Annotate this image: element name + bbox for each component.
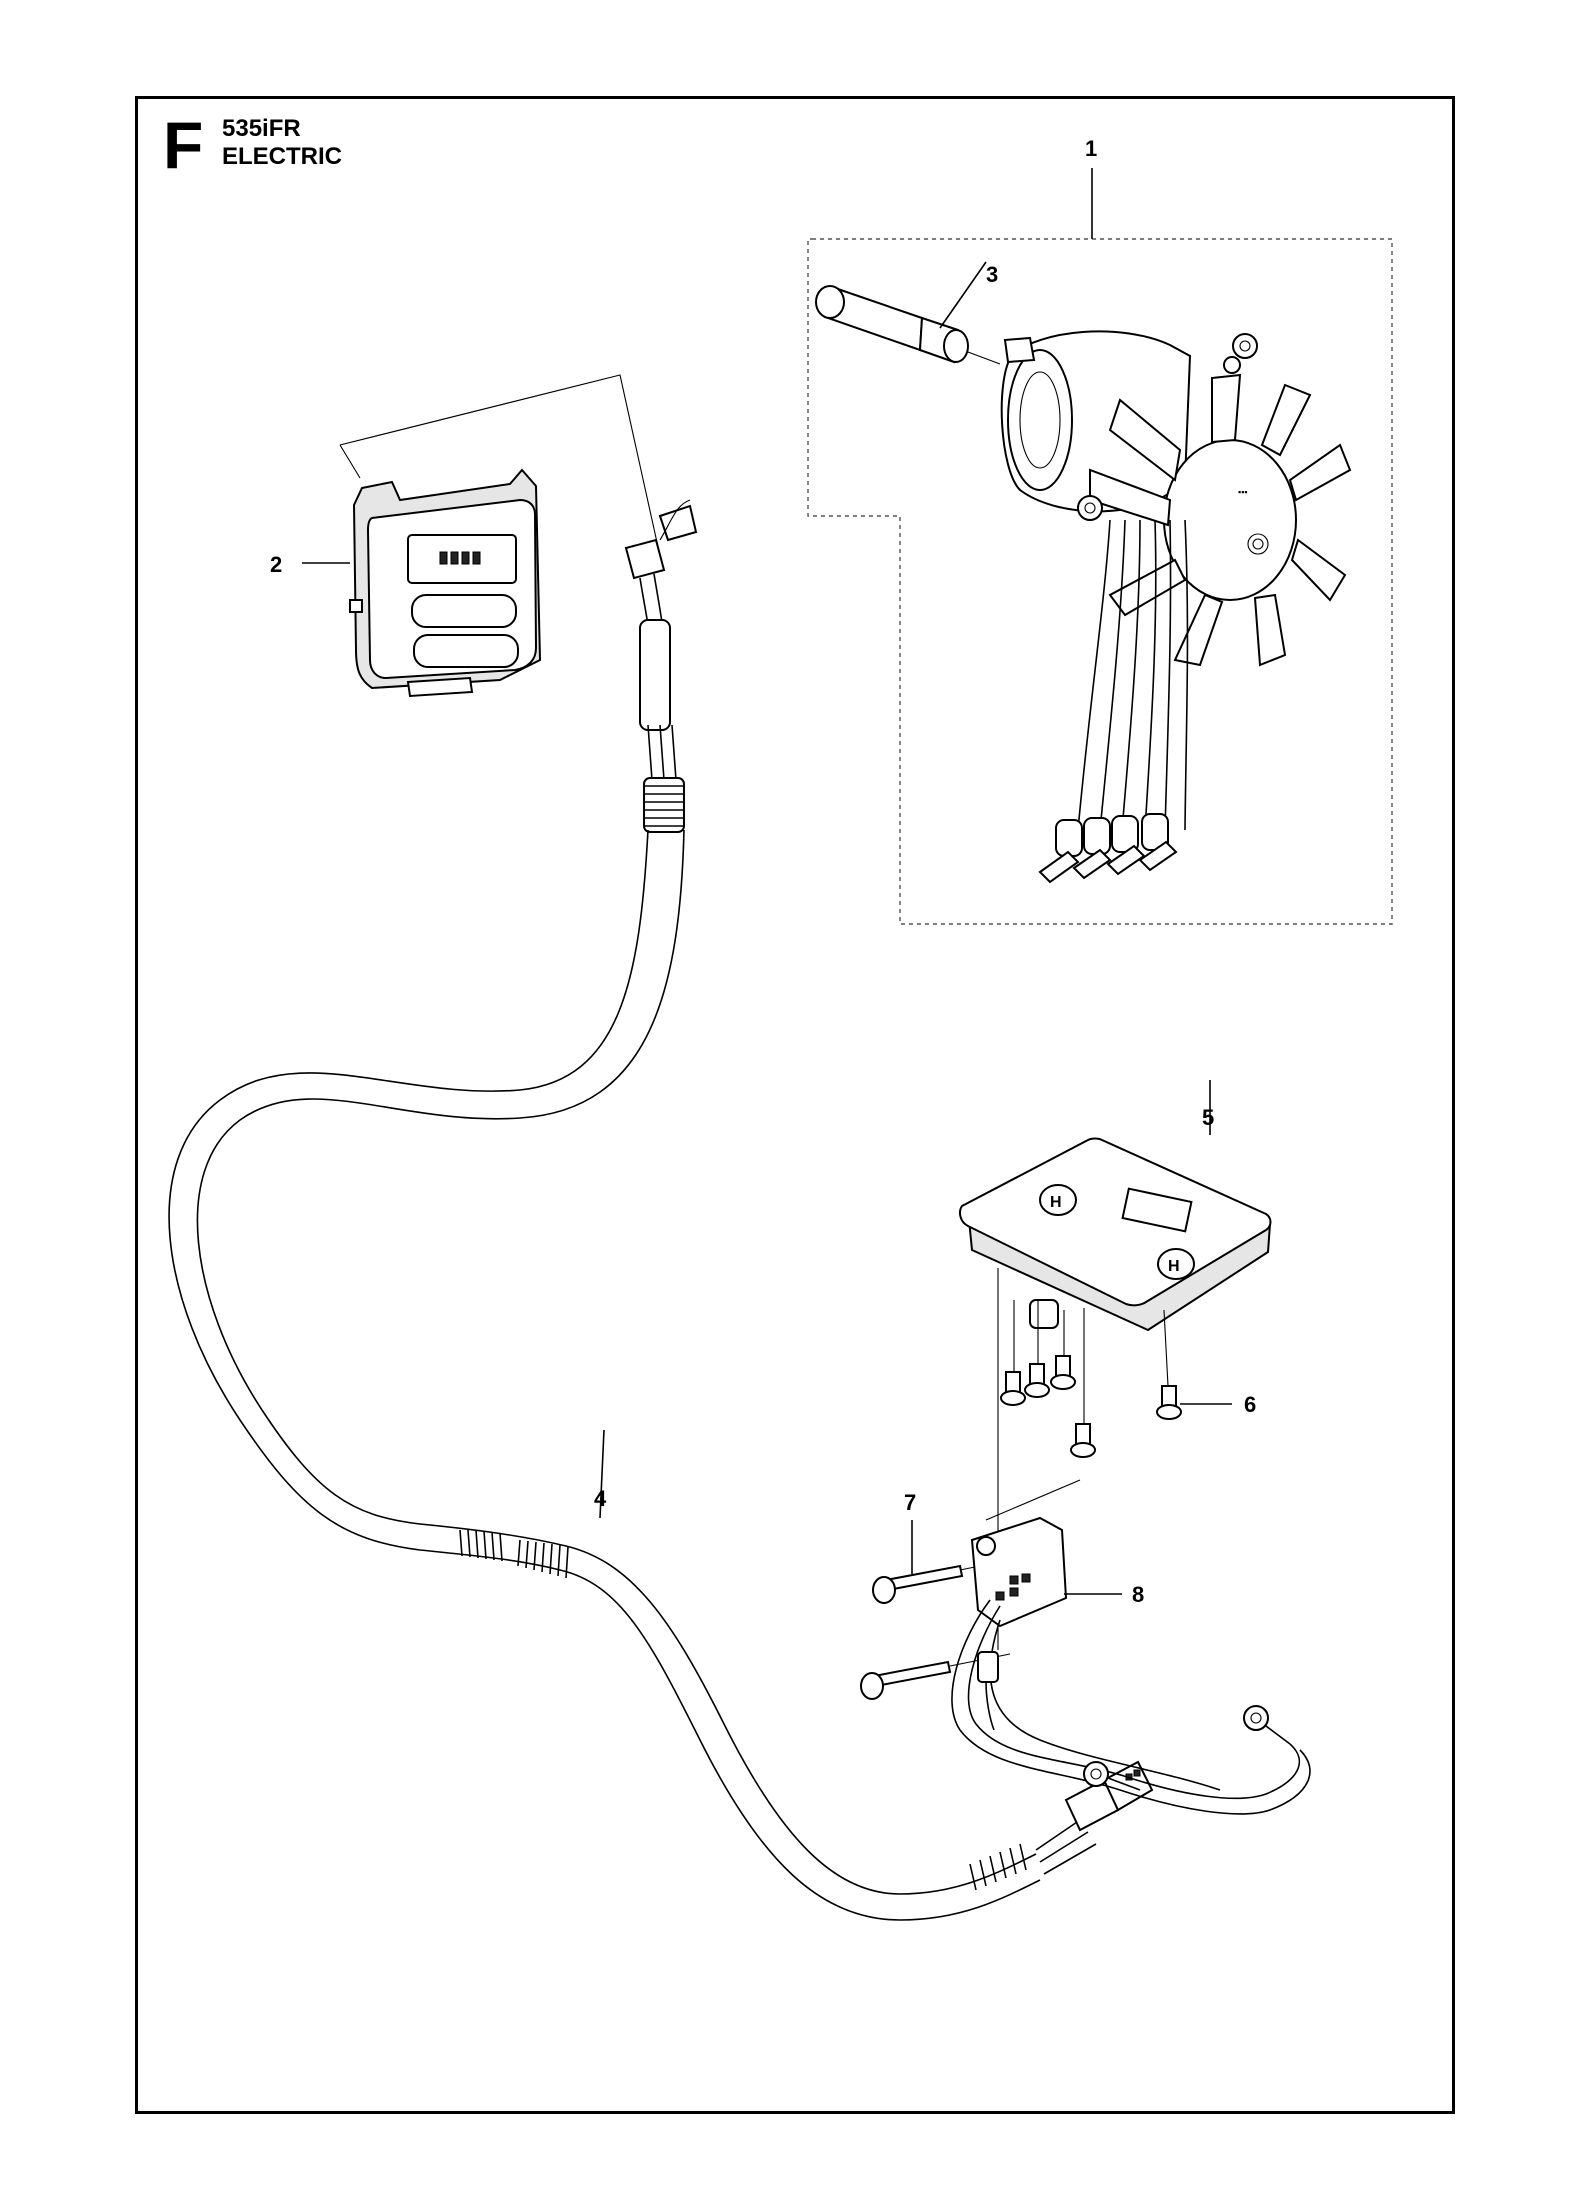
section-letter: F	[163, 108, 204, 182]
svg-text:H: H	[1168, 1258, 1180, 1275]
callout-4: 4	[594, 1486, 607, 1511]
control-panel	[302, 374, 661, 698]
callout-8: 8	[1132, 1582, 1144, 1607]
bolt-upper	[872, 1564, 964, 1604]
screw-a	[1000, 1371, 1026, 1406]
callout-7: 7	[904, 1490, 916, 1515]
mounting-bolts	[860, 1520, 1011, 1700]
callout-3: 3	[986, 262, 998, 287]
diagram-frame	[135, 96, 1455, 2114]
screw-d	[1070, 1423, 1096, 1458]
corrugated-boot-upper	[643, 777, 685, 833]
callout-1: 1	[1085, 136, 1097, 161]
callout-6: 6	[1244, 1392, 1256, 1417]
group-name: ELECTRIC	[222, 143, 342, 170]
callout-labels: 1 2 3 4 5 6 7 8	[270, 136, 1256, 1607]
model-name: 535iFR	[222, 115, 301, 142]
corrugated-boot-middle	[459, 1529, 569, 1579]
callout-2: 2	[270, 552, 282, 577]
motor-assembly-group-outline	[807, 168, 1393, 925]
screw-b	[1024, 1363, 1050, 1398]
control-module: H H	[959, 1080, 1272, 1650]
fan-motor: ▪▪▪	[1000, 330, 1352, 884]
bolt-lower	[860, 1660, 952, 1700]
callout-5: 5	[1202, 1105, 1214, 1130]
svg-text:H: H	[1050, 1194, 1062, 1211]
sleeve-part	[815, 261, 1001, 365]
battery-harness	[951, 1479, 1311, 1815]
screw-c	[1050, 1355, 1076, 1390]
svg-text:▪▪▪: ▪▪▪	[1238, 487, 1248, 497]
screw-e	[1156, 1385, 1182, 1420]
module-screws	[1000, 1300, 1232, 1458]
corrugated-boot-lower	[969, 1843, 1027, 1891]
